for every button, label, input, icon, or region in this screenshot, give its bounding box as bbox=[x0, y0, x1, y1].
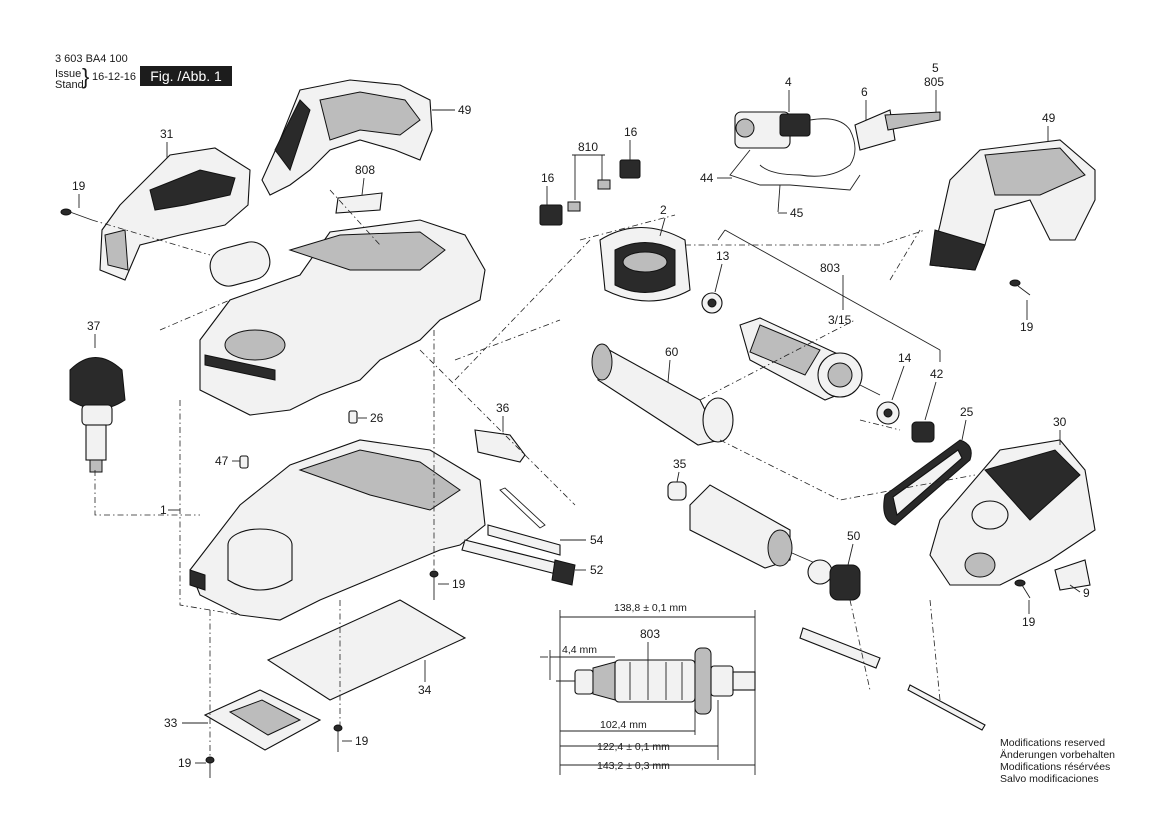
dimension-102-4: 102,4 mm bbox=[600, 719, 647, 731]
callout-30: 30 bbox=[1053, 415, 1067, 429]
callout-19-e: 19 bbox=[1020, 320, 1034, 334]
callout-47: 47 bbox=[215, 454, 229, 468]
pin-rod-part bbox=[907, 684, 986, 731]
assembly-lines-left bbox=[91, 189, 591, 760]
pulley-part-50 bbox=[829, 564, 861, 601]
callout-36: 36 bbox=[496, 401, 510, 415]
depth-knob-part-37 bbox=[69, 357, 126, 473]
callout-803-top: 803 bbox=[820, 261, 840, 275]
callout-16-a: 16 bbox=[624, 125, 638, 139]
callout-49-top: 49 bbox=[458, 103, 472, 117]
stand-label: Stand bbox=[55, 79, 84, 91]
issue-date: 16-12-16 bbox=[92, 71, 137, 83]
callout-34: 34 bbox=[418, 683, 432, 697]
callout-49-handle: 49 bbox=[1042, 111, 1056, 125]
cutter-drum-part bbox=[689, 484, 816, 569]
callout-35: 35 bbox=[673, 457, 687, 471]
note-es: Salvo modificaciones bbox=[1000, 773, 1099, 785]
callout-3-15: 3/15 bbox=[828, 313, 852, 327]
armature-dimension-drawing bbox=[540, 610, 756, 775]
callout-19-a: 19 bbox=[72, 179, 86, 193]
callout-44: 44 bbox=[700, 171, 714, 185]
callout-labels: 49 31 19 808 37 26 36 47 1 54 52 19 34 bbox=[72, 61, 1090, 770]
callout-26: 26 bbox=[370, 411, 384, 425]
callout-2: 2 bbox=[660, 203, 667, 217]
label-part-9 bbox=[1054, 559, 1091, 591]
modification-notes: Modifications reserved Änderungen vorbeh… bbox=[1000, 737, 1115, 785]
note-de: Änderungen vorbehalten bbox=[1000, 749, 1116, 761]
stator-part-2 bbox=[599, 226, 691, 302]
bearing-part-50a bbox=[807, 559, 833, 585]
callout-5: 5 bbox=[932, 61, 939, 75]
chip-deflector-part-31 bbox=[99, 147, 251, 281]
callout-31: 31 bbox=[160, 127, 174, 141]
callout-54: 54 bbox=[590, 533, 604, 547]
top-cover-part-49 bbox=[261, 79, 433, 196]
drawing-number: 3 603 BA4 100 bbox=[55, 53, 128, 65]
callout-810: 810 bbox=[578, 140, 598, 154]
dimension-labels: 138,8 ± 0,1 mm 4,4 mm 102,4 mm 122,4 ± 0… bbox=[562, 602, 687, 772]
armature-part-803 bbox=[739, 317, 881, 401]
callout-808: 808 bbox=[355, 163, 375, 177]
shoe-part-33 bbox=[203, 689, 322, 751]
brace-icon: } bbox=[82, 64, 90, 89]
pin-part-26 bbox=[348, 410, 358, 424]
base-housing-part-1 bbox=[189, 439, 486, 621]
callout-19-b: 19 bbox=[452, 577, 466, 591]
handle-part-49 bbox=[929, 139, 1096, 271]
note-fr: Modifications résérvées bbox=[1000, 761, 1111, 773]
label-part-808 bbox=[335, 192, 383, 214]
blade-holder-part-54 bbox=[487, 487, 561, 556]
callout-13: 13 bbox=[716, 249, 730, 263]
dimension-143-2: 143,2 ± 0,3 mm bbox=[597, 760, 670, 772]
dimension-122-4: 122,4 ± 0,1 mm bbox=[597, 741, 670, 753]
sleeve-part-60 bbox=[591, 343, 734, 446]
drive-belt-part-25 bbox=[883, 439, 972, 526]
bushing-part-35 bbox=[667, 481, 687, 501]
pin-part-47 bbox=[239, 455, 249, 469]
screw-19-left bbox=[60, 208, 93, 221]
callout-33: 33 bbox=[164, 716, 178, 730]
callout-6: 6 bbox=[861, 85, 868, 99]
note-en: Modifications reserved bbox=[1000, 737, 1106, 749]
blade-part-52 bbox=[461, 539, 576, 586]
callout-60: 60 bbox=[665, 345, 679, 359]
callout-50: 50 bbox=[847, 529, 861, 543]
callout-19-f: 19 bbox=[1022, 615, 1036, 629]
figure-label: Fig. /Abb. 1 bbox=[140, 66, 232, 86]
housing-upper-part bbox=[199, 219, 486, 416]
callout-19-d: 19 bbox=[178, 756, 192, 770]
callout-45: 45 bbox=[790, 206, 804, 220]
callout-42: 42 bbox=[930, 367, 944, 381]
dimension-4-4: 4,4 mm bbox=[562, 644, 597, 656]
switch-cable-parts-4-6-805 bbox=[729, 109, 941, 213]
brush-parts-16-810 bbox=[539, 159, 641, 226]
callout-803-dim: 803 bbox=[640, 627, 660, 641]
screw-19-base bbox=[429, 570, 439, 600]
base-plate-part-34 bbox=[266, 599, 467, 701]
callout-9: 9 bbox=[1083, 586, 1090, 600]
callout-52: 52 bbox=[590, 563, 604, 577]
pulley-part-42 bbox=[911, 421, 935, 443]
callout-805: 805 bbox=[924, 75, 944, 89]
dimension-overall-tolerance: 138,8 ± 0,1 mm bbox=[614, 602, 687, 614]
assembly-lines-right bbox=[454, 214, 976, 701]
callout-25: 25 bbox=[960, 405, 974, 419]
callout-19-c: 19 bbox=[355, 734, 369, 748]
callout-14: 14 bbox=[898, 351, 912, 365]
callout-1: 1 bbox=[160, 503, 167, 517]
issue-label: Issue bbox=[55, 68, 82, 80]
clip-part-36 bbox=[474, 429, 526, 463]
screw-19-shoe bbox=[205, 724, 343, 778]
screw-19-right bbox=[1009, 279, 1031, 599]
belt-cover-part-30 bbox=[929, 439, 1096, 586]
rail-part bbox=[799, 627, 881, 669]
callout-37: 37 bbox=[87, 319, 101, 333]
callout-4: 4 bbox=[785, 75, 792, 89]
callout-16-b: 16 bbox=[541, 171, 555, 185]
